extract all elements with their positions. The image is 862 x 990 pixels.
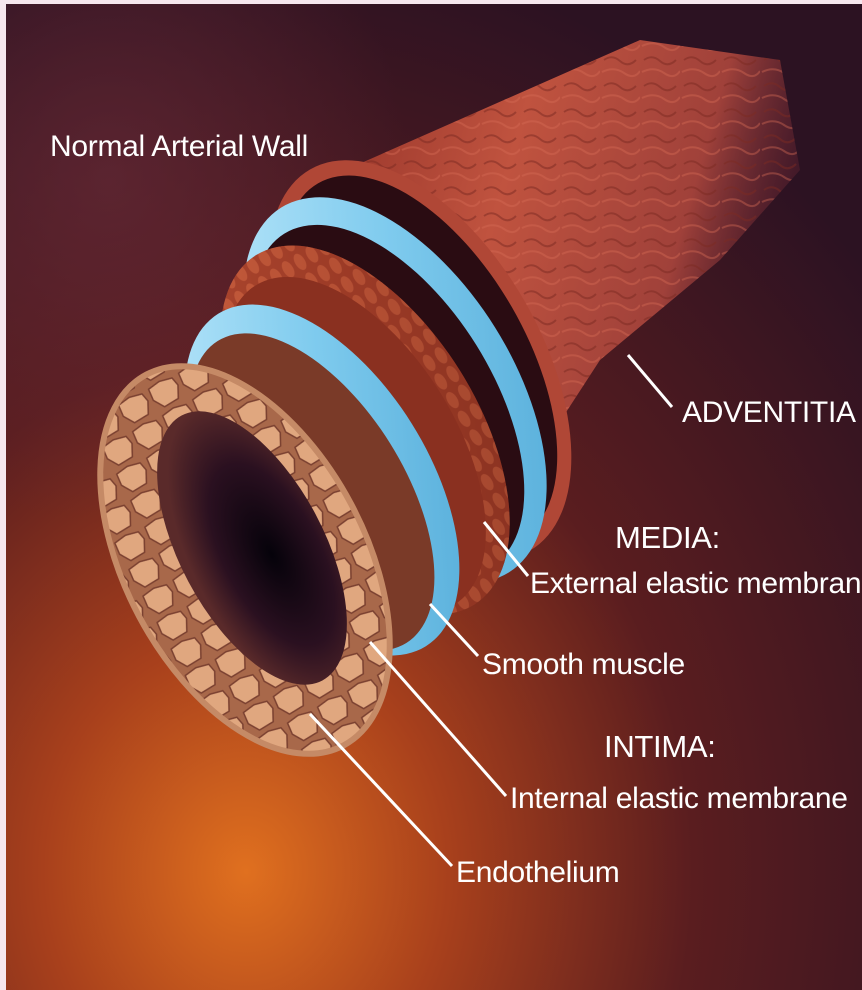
diagram-title: Normal Arterial Wall	[50, 130, 308, 163]
label-adventitia: ADVENTITIA	[682, 396, 856, 429]
label-media-heading: MEDIA:	[615, 520, 720, 555]
label-internal-elastic-membrane: Internal elastic membrane	[510, 782, 848, 815]
label-intima-heading: INTIMA:	[604, 729, 716, 764]
label-endothelium: Endothelium	[456, 856, 619, 889]
label-smooth-muscle: Smooth muscle	[482, 648, 685, 681]
label-external-elastic-membrane: External elastic membrane	[530, 567, 862, 600]
